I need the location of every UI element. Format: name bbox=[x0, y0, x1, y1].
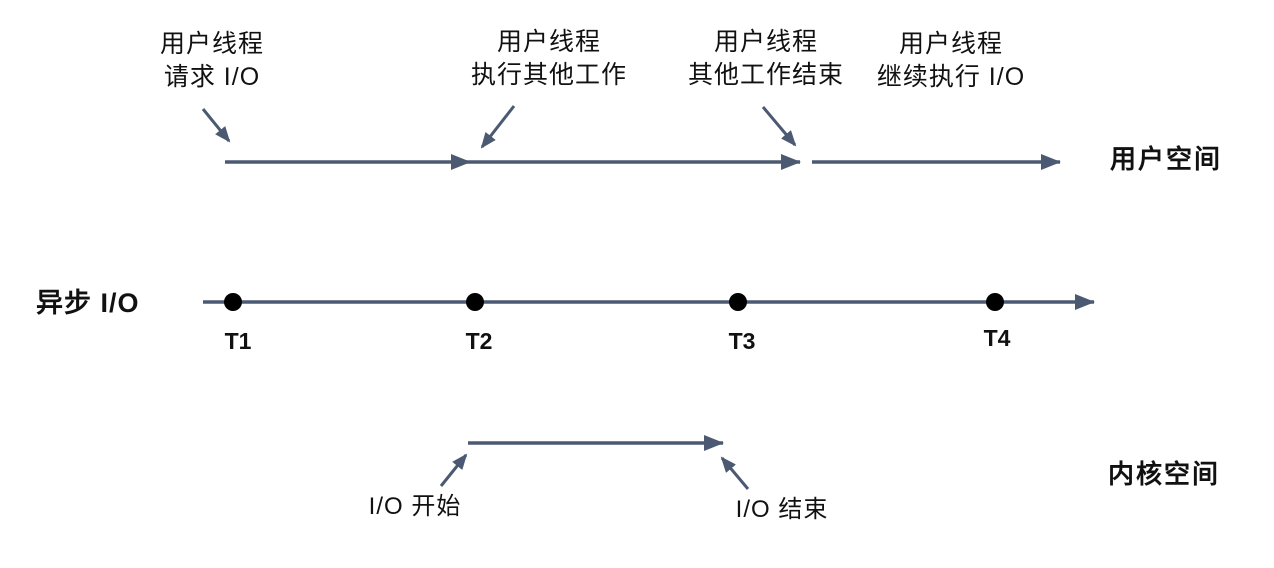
time-point-t1-dot bbox=[224, 293, 242, 311]
diagram-title-async-io: 异步 I/O bbox=[36, 288, 140, 318]
time-point-t2-label: T2 bbox=[465, 328, 493, 354]
time-point-t2-dot bbox=[466, 293, 484, 311]
arrow-other-work bbox=[480, 105, 516, 149]
annotation-io-end: I/O 结束 bbox=[735, 496, 829, 523]
arrow-request-io bbox=[201, 108, 231, 143]
time-point-t3-dot bbox=[729, 293, 747, 311]
kernel-space-label: 内核空间 bbox=[1108, 459, 1221, 489]
arrow-io-end bbox=[720, 456, 750, 490]
arrow-other-work-done bbox=[761, 106, 797, 147]
annotation-user-thread-other-work-done: 用户线程 其他工作结束 bbox=[687, 28, 845, 89]
time-point-t1-label: T1 bbox=[224, 328, 252, 354]
annotation-user-thread-continue-io: 用户线程 继续执行 I/O bbox=[876, 30, 1026, 91]
arrow-io-start bbox=[439, 453, 468, 487]
user-space-label: 用户空间 bbox=[1110, 144, 1223, 174]
annotation-user-thread-other-work: 用户线程 执行其他工作 bbox=[470, 28, 628, 89]
annotation-user-thread-request-io: 用户线程 请求 I/O bbox=[159, 30, 265, 91]
time-point-t4-dot bbox=[986, 293, 1004, 311]
time-point-t3-label: T3 bbox=[728, 328, 756, 354]
annotation-io-start: I/O 开始 bbox=[368, 493, 462, 520]
time-point-t4-label: T4 bbox=[983, 325, 1011, 351]
